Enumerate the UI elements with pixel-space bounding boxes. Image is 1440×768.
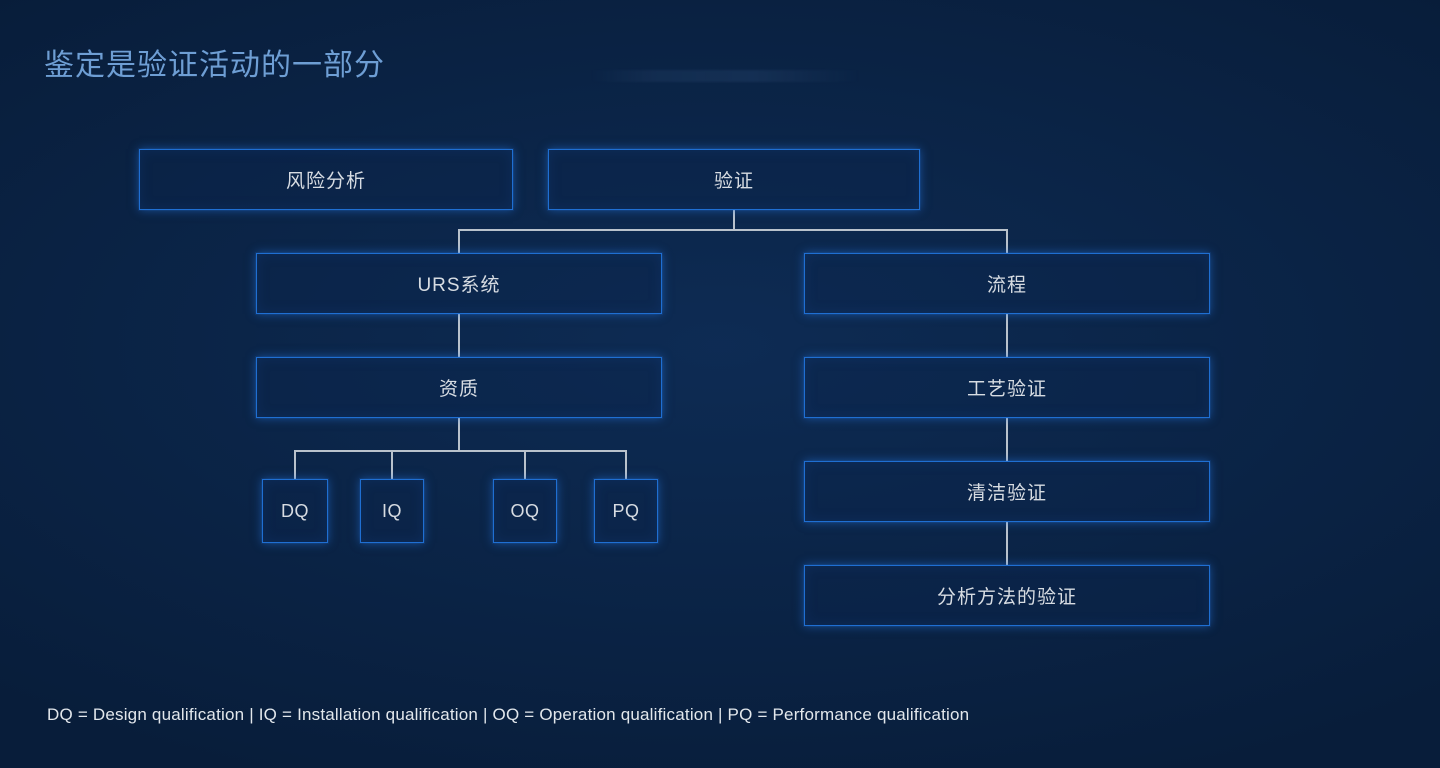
node-label: 清洁验证 [966, 483, 1047, 504]
connector-procval-to-cleanval [1006, 418, 1008, 462]
node-risk-analysis[interactable]: 风险分析 [139, 149, 513, 210]
node-label: 资质 [438, 379, 479, 400]
connector-urs-to-qualify [458, 314, 460, 358]
node-label: IQ [381, 500, 402, 521]
node-iq[interactable]: IQ [360, 479, 424, 543]
node-label: OQ [510, 500, 540, 521]
connector-qualify-to-dq [294, 450, 296, 480]
connector-validation-bar [458, 229, 1008, 231]
connector-qualify-to-iq [391, 450, 393, 480]
node-cleaning-validation[interactable]: 清洁验证 [804, 461, 1210, 522]
connector-qualify-to-pq [625, 450, 627, 480]
node-label: 验证 [713, 171, 754, 192]
connector-qualify-drop [458, 418, 460, 451]
node-label: 分析方法的验证 [936, 587, 1077, 608]
node-process[interactable]: 流程 [804, 253, 1210, 314]
connector-qualify-to-oq [524, 450, 526, 480]
node-label: 工艺验证 [966, 379, 1047, 400]
node-validation[interactable]: 验证 [548, 149, 920, 210]
connector-validation-drop [733, 210, 735, 230]
connector-validation-to-process [1006, 229, 1008, 254]
node-label: URS系统 [417, 275, 501, 296]
legend-footnote: DQ = Design qualification | IQ = Install… [47, 705, 970, 724]
connector-cleanval-to-methodval [1006, 522, 1008, 566]
node-process-validation[interactable]: 工艺验证 [804, 357, 1210, 418]
connector-qualify-bar [294, 450, 626, 452]
connector-process-to-procval [1006, 314, 1008, 358]
node-label: DQ [281, 500, 309, 521]
page-title: 鉴定是验证活动的一部分 [44, 49, 385, 82]
node-urs-system[interactable]: URS系统 [256, 253, 662, 314]
node-label: 流程 [986, 275, 1027, 296]
node-qualification[interactable]: 资质 [256, 357, 662, 418]
faint-artifact-line [590, 70, 860, 82]
node-oq[interactable]: OQ [493, 479, 557, 543]
node-pq[interactable]: PQ [594, 479, 658, 543]
connector-validation-to-urs [458, 229, 460, 254]
node-dq[interactable]: DQ [262, 479, 328, 543]
node-label: PQ [612, 500, 640, 521]
node-analytical-method-validation[interactable]: 分析方法的验证 [804, 565, 1210, 626]
node-label: 风险分析 [285, 171, 366, 192]
